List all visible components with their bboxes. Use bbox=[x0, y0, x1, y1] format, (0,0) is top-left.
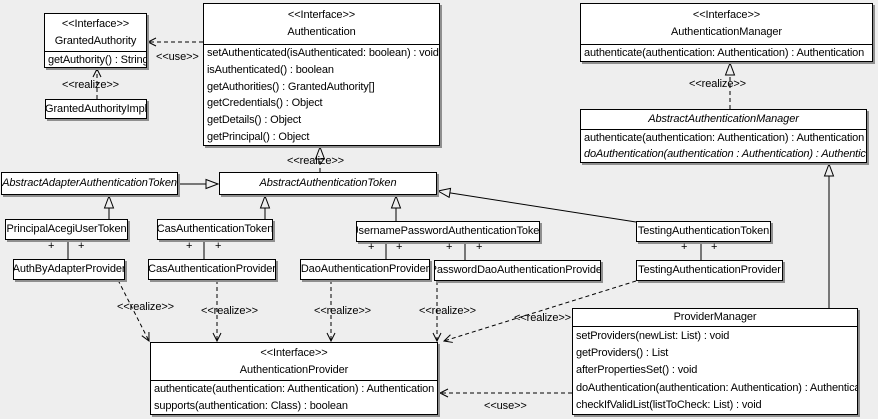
class-abstract-adapter-authentication-token: AbstractAdapterAuthenticationToken bbox=[1, 172, 178, 195]
method-row: setProviders(newList: List) : void bbox=[576, 329, 730, 342]
edge-label-realize-testingprovider: <<realize>> bbox=[514, 312, 571, 324]
edge-label-realize-casauthenticationprovider: <<realize>> bbox=[201, 305, 258, 317]
class-authentication-manager: <<Interface>> AuthenticationManager authen… bbox=[580, 3, 873, 62]
class-name: AuthByAdapterProvider bbox=[14, 263, 124, 275]
class-name: CasAuthenticationToken bbox=[158, 223, 272, 235]
class-authentication: <<Interface>> Authentication setAuthentica… bbox=[203, 3, 440, 146]
association-end-plus: + bbox=[396, 241, 403, 253]
edge-label-use-providermanager: <<use>> bbox=[484, 400, 527, 412]
association-end-plus: + bbox=[476, 241, 483, 253]
class-principal-acegi-user-token: PrincipalAcegiUserToken bbox=[5, 219, 128, 240]
class-name: AuthenticationManager bbox=[670, 26, 783, 38]
class-name: AbstractAuthenticationToken bbox=[259, 177, 397, 189]
class-name: CasAuthenticationProvider bbox=[149, 263, 275, 275]
class-name: AbstractAdapterAuthenticationToken bbox=[2, 177, 177, 189]
method-row: getCredentials() : Object bbox=[207, 97, 323, 110]
edge-label-realize-authbyadapterprovider: <<realize>> bbox=[117, 301, 174, 313]
association-end-plus: + bbox=[186, 240, 193, 252]
class-provider-manager: ProviderManager setProviders(newList: Lis… bbox=[572, 308, 858, 415]
class-name: Authentication bbox=[287, 26, 356, 38]
edge-label-use-authentication-grantedauthority: <<use>> bbox=[156, 51, 199, 63]
class-name: UsernamePasswordAuthenticationToken bbox=[357, 225, 539, 237]
class-name: AbstractAuthenticationManager bbox=[648, 113, 799, 125]
method-row: doAuthentication(authentication: Authent… bbox=[576, 381, 857, 394]
edge-realize-authbyadapterprovider bbox=[117, 279, 150, 342]
method-row: setAuthenticated(isAuthenticated: boolea… bbox=[207, 47, 439, 60]
method-row: getProviders() : List bbox=[576, 347, 669, 360]
class-auth-by-adapter-provider: AuthByAdapterProvider bbox=[13, 259, 125, 280]
class-testing-authentication-provider: TestingAuthenticationProvider bbox=[636, 260, 783, 281]
association-end-plus: + bbox=[681, 241, 688, 253]
method-row: authenticate(authentication: Authenticat… bbox=[584, 47, 865, 59]
association-end-plus: + bbox=[48, 240, 55, 252]
class-stereotype: <<Interface>> bbox=[692, 9, 761, 21]
edge-realize-testingprovider bbox=[442, 280, 637, 343]
class-name: GrantedAuthorityImpl bbox=[46, 102, 146, 115]
class-dao-authentication-provider: DaoAuthenticationProvider bbox=[300, 259, 430, 280]
method-row: getAuthority() : String bbox=[48, 53, 146, 66]
class-name: TestingAuthenticationProvider bbox=[638, 264, 781, 276]
class-abstract-authentication-token: AbstractAuthenticationToken bbox=[219, 172, 437, 195]
method-row: getPrincipal() : Object bbox=[207, 130, 310, 143]
method-row: authenticate(authentication: Authenticat… bbox=[154, 383, 435, 396]
method-row: getAuthorities() : GrantedAuthority[] bbox=[207, 80, 375, 93]
class-name: ProviderManager bbox=[673, 311, 757, 323]
method-row: afterPropertiesSet() : void bbox=[576, 364, 698, 377]
class-name: PrincipalAcegiUserToken bbox=[6, 223, 127, 235]
class-name: TestingAuthenticationToken bbox=[637, 225, 770, 237]
association-end-plus: + bbox=[78, 240, 85, 252]
association-end-plus: + bbox=[446, 241, 453, 253]
class-stereotype: <<Interface>> bbox=[287, 9, 356, 21]
method-row: authenticate(authentication: Authenticat… bbox=[584, 132, 865, 144]
association-end-plus: + bbox=[711, 241, 718, 253]
edge-label-realize-daoauthenticationprovider: <<realize>> bbox=[314, 305, 371, 317]
method-row: supports(authentication: Class) : boolea… bbox=[154, 399, 348, 412]
class-name: PasswordDaoAuthenticationProvider bbox=[435, 264, 600, 276]
class-granted-authority: <<Interface>> GrantedAuthority getAuthorit… bbox=[44, 13, 147, 68]
class-name: DaoAuthenticationProvider bbox=[301, 263, 429, 275]
class-abstract-authentication-manager: AbstractAuthenticationManager authenticat… bbox=[580, 109, 867, 163]
class-username-password-authentication-token: UsernamePasswordAuthenticationToken bbox=[356, 221, 540, 242]
edge-label-realize-abstractauthmanager: <<realize>> bbox=[689, 78, 746, 90]
class-cas-authentication-provider: CasAuthenticationProvider bbox=[148, 259, 276, 280]
method-row: checkIfValidList(listToCheck: List) : vo… bbox=[576, 399, 762, 412]
method-row: doAuthentication(authentication : Authen… bbox=[584, 148, 866, 160]
class-name: GrantedAuthority bbox=[54, 34, 137, 47]
edge-label-realize-passworddaoprovider: <<realize>> bbox=[419, 305, 476, 317]
edge-label-realize-grantedauthorityimpl: <<realize>> bbox=[62, 79, 119, 91]
edge-label-realize-abstractauthenticationtoken: <<realize>> bbox=[287, 155, 344, 167]
method-row: isAuthenticated() : boolean bbox=[207, 63, 334, 76]
method-row: getDetails() : Object bbox=[207, 113, 302, 126]
class-stereotype: <<Interface>> bbox=[260, 346, 328, 359]
class-name: AuthenticationProvider bbox=[239, 363, 349, 376]
class-password-dao-authentication-provider: PasswordDaoAuthenticationProvider bbox=[434, 260, 601, 281]
association-end-plus: + bbox=[215, 240, 222, 252]
association-end-plus: + bbox=[368, 241, 375, 253]
class-granted-authority-impl: GrantedAuthorityImpl bbox=[45, 99, 147, 119]
edge-gen-testingauthenticationtoken bbox=[438, 191, 637, 223]
class-testing-authentication-token: TestingAuthenticationToken bbox=[636, 221, 771, 242]
class-cas-authentication-token: CasAuthenticationToken bbox=[157, 219, 273, 240]
class-authentication-provider: <<Interface>> AuthenticationProvider authe… bbox=[150, 342, 438, 415]
class-stereotype: <<Interface>> bbox=[61, 17, 130, 30]
